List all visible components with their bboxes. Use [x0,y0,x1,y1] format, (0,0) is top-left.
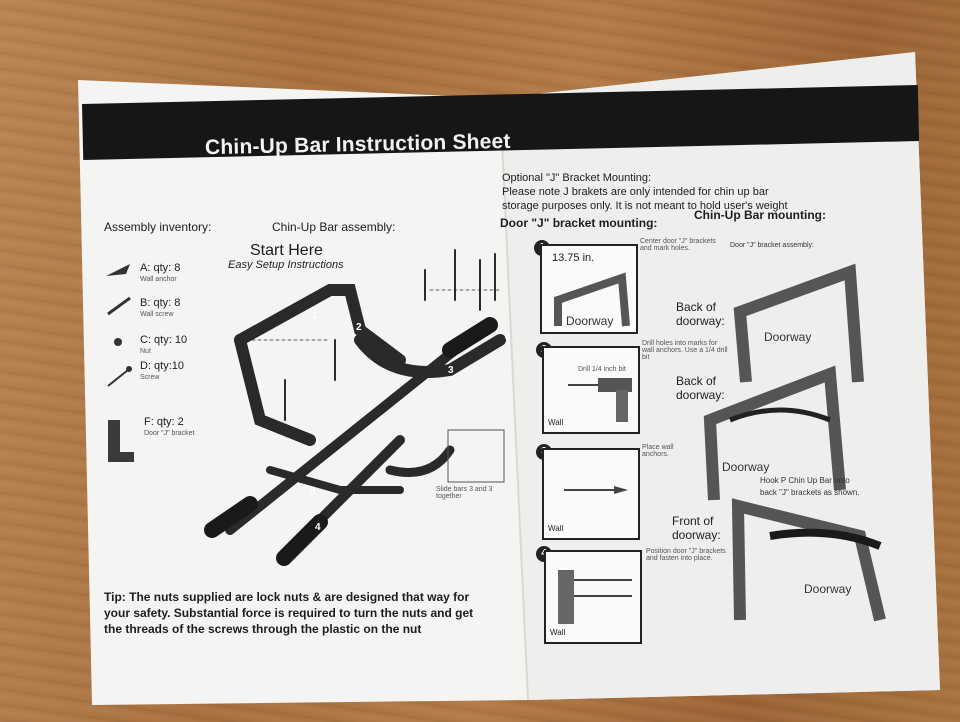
back-doorway-drawing-2 [703,365,846,501]
optional-line-2: Please note J brakets are only intended … [502,186,769,198]
back-of-doorway-2-line-2: doorway: [676,388,725,402]
bracket-fasten-drawing [558,570,632,624]
inventory-c-desc: Nut [140,348,151,355]
back-of-doorway-1-line-1: Back of [676,300,717,314]
front-doorway-drawing [731,498,886,622]
doorway-label-3: Doorway [804,582,852,596]
chin-up-bar-assembly-illustration: 1 2 2 3 3 4 4 [204,249,511,566]
svg-text:4: 4 [315,522,321,533]
svg-text:3: 3 [448,365,454,376]
hook-note-line-2: back "J" brackets as shown. [760,488,860,497]
front-of-doorway-line-1: Front of [672,514,714,528]
inventory-d-label: D: qty:10 [140,360,185,372]
slide-bars-note: Slide bars 3 and 3 together [436,486,493,500]
wall-anchor-drawing [564,486,628,494]
j-bracket-assembly-label: Door "J" bracket assembly: [730,242,814,249]
step-2-drill-label: Drill 1/4 inch bit [578,366,626,373]
inventory-a-desc: Wall anchor [140,276,177,283]
doorway-label-2: Doorway [722,460,770,474]
hook-note-line-1: Hook P Chin Up Bar onto [760,476,850,485]
inventory-b-desc: Wall screw [140,311,174,318]
inventory-f-label: F: qty: 2 [144,416,184,428]
front-of-doorway-line-2: doorway: [672,528,721,542]
back-doorway-drawing-1 [733,263,864,383]
step-3-note: Place wall anchors. [642,444,674,458]
step-1-doorway-label: Doorway [566,314,614,328]
drill-icon [568,378,632,422]
chin-bar-mounting-heading: Chin-Up Bar mounting: [694,208,826,222]
step-1-note: Center door "J" brackets and mark holes. [640,238,716,252]
svg-text:2: 2 [258,380,264,391]
start-here: Start Here [250,242,323,259]
inventory-c-label: C: qty: 10 [140,334,188,346]
optional-line-3: storage purposes only. It is not meant t… [502,200,788,212]
tip-line-2: your safety. Substantial force is requir… [104,606,474,620]
step-2-note: Drill holes into marks for wall anchors.… [642,340,728,361]
svg-text:1: 1 [312,310,318,321]
step-1-box: 13.75 in. Doorway [540,244,638,334]
svg-text:2: 2 [356,322,362,333]
screw-icon [107,366,132,387]
step-2-box: Drill 1/4 inch bit Wall [542,346,640,434]
easy-setup: Easy Setup Instructions [228,259,344,271]
step-4-note: Position door "J" brackets and fasten in… [646,548,726,562]
assembly-heading: Chin-Up Bar assembly: [272,220,396,234]
wall-anchor-icon [106,264,130,276]
wall-screw-icon [107,296,131,316]
step-2-wall-label: Wall [548,418,564,427]
step-3-wall-label: Wall [548,524,564,533]
inventory-d-desc: Screw [140,374,160,381]
inventory-heading: Assembly inventory: [104,220,212,234]
svg-text:4: 4 [505,332,511,343]
step-1-doorway-drawing [554,272,630,327]
j-bracket-icon [108,420,134,462]
back-of-doorway-1-line-2: doorway: [676,314,725,328]
inventory-f-desc: Door "J" bracket [144,430,195,437]
inventory-b-label: B: qty: 8 [140,297,181,309]
svg-text:3: 3 [310,486,316,497]
optional-line-1: Optional "J" Bracket Mounting: [502,172,652,184]
tip-line-1: Tip: The nuts supplied are lock nuts & a… [104,590,470,604]
nut-icon [114,338,122,346]
step-1-measure: 13.75 in. [552,252,595,264]
back-of-doorway-2-line-1: Back of [676,374,717,388]
tip-line-3: the threads of the screws through the pl… [104,622,422,636]
step-4-box: Wall [544,550,642,644]
door-bracket-heading: Door "J" bracket mounting: [500,216,658,230]
step-3-box: Wall [542,448,640,540]
step-4-wall-label: Wall [550,628,566,637]
doorway-label-1: Doorway [764,330,812,344]
inventory-a-label: A: qty: 8 [140,262,181,274]
